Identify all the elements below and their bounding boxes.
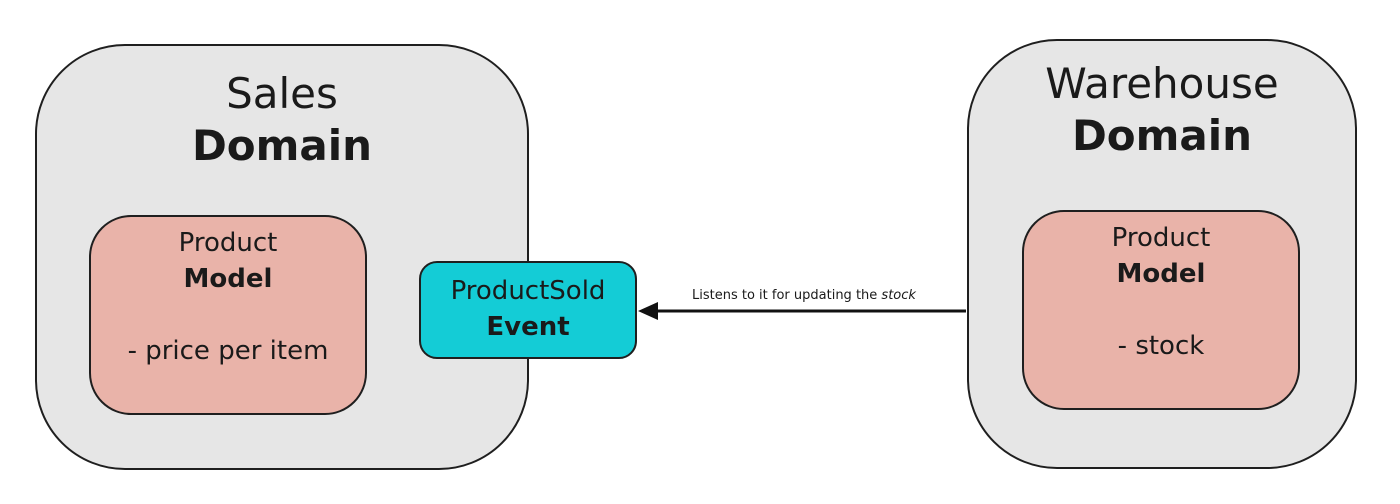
product-sold-event-box: ProductSold Event [419,261,637,359]
warehouse-domain-title: Warehouse Domain [969,58,1355,162]
event-name: ProductSold [450,276,606,306]
warehouse-domain-kind: Domain [1071,111,1253,160]
warehouse-model-name: Product [1111,223,1211,253]
sales-model-attribute: - price per item [127,336,329,366]
warehouse-model-kind: Model [1116,259,1206,289]
warehouse-model-attribute: - stock [1117,331,1205,361]
sales-domain-title: Sales Domain [37,68,527,172]
arrow-head [638,302,658,320]
sales-model-name: Product [178,228,278,258]
warehouse-product-model-box: Product Model - stock [1022,210,1300,410]
sales-product-model-box: Product Model - price per item [89,215,367,415]
arrow-label-text: Listens to it for updating the [692,288,878,303]
warehouse-domain-name: Warehouse [1045,59,1279,108]
event-kind: Event [486,312,570,342]
arrow-label: Listens to it for updating the stock [692,287,916,305]
sales-domain-name: Sales [226,69,338,118]
sales-model-kind: Model [183,264,273,294]
arrow-label-emphasis: stock [881,288,916,303]
sales-domain-kind: Domain [191,121,373,170]
